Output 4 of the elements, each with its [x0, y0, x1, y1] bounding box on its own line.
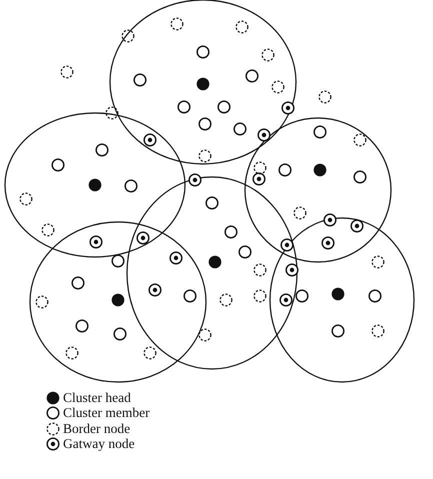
legend-label: Cluster member [63, 405, 150, 422]
legend-label: Cluster head [63, 390, 131, 406]
legend-label: Gatway node [63, 436, 135, 452]
legend-label: Border node [63, 420, 130, 437]
